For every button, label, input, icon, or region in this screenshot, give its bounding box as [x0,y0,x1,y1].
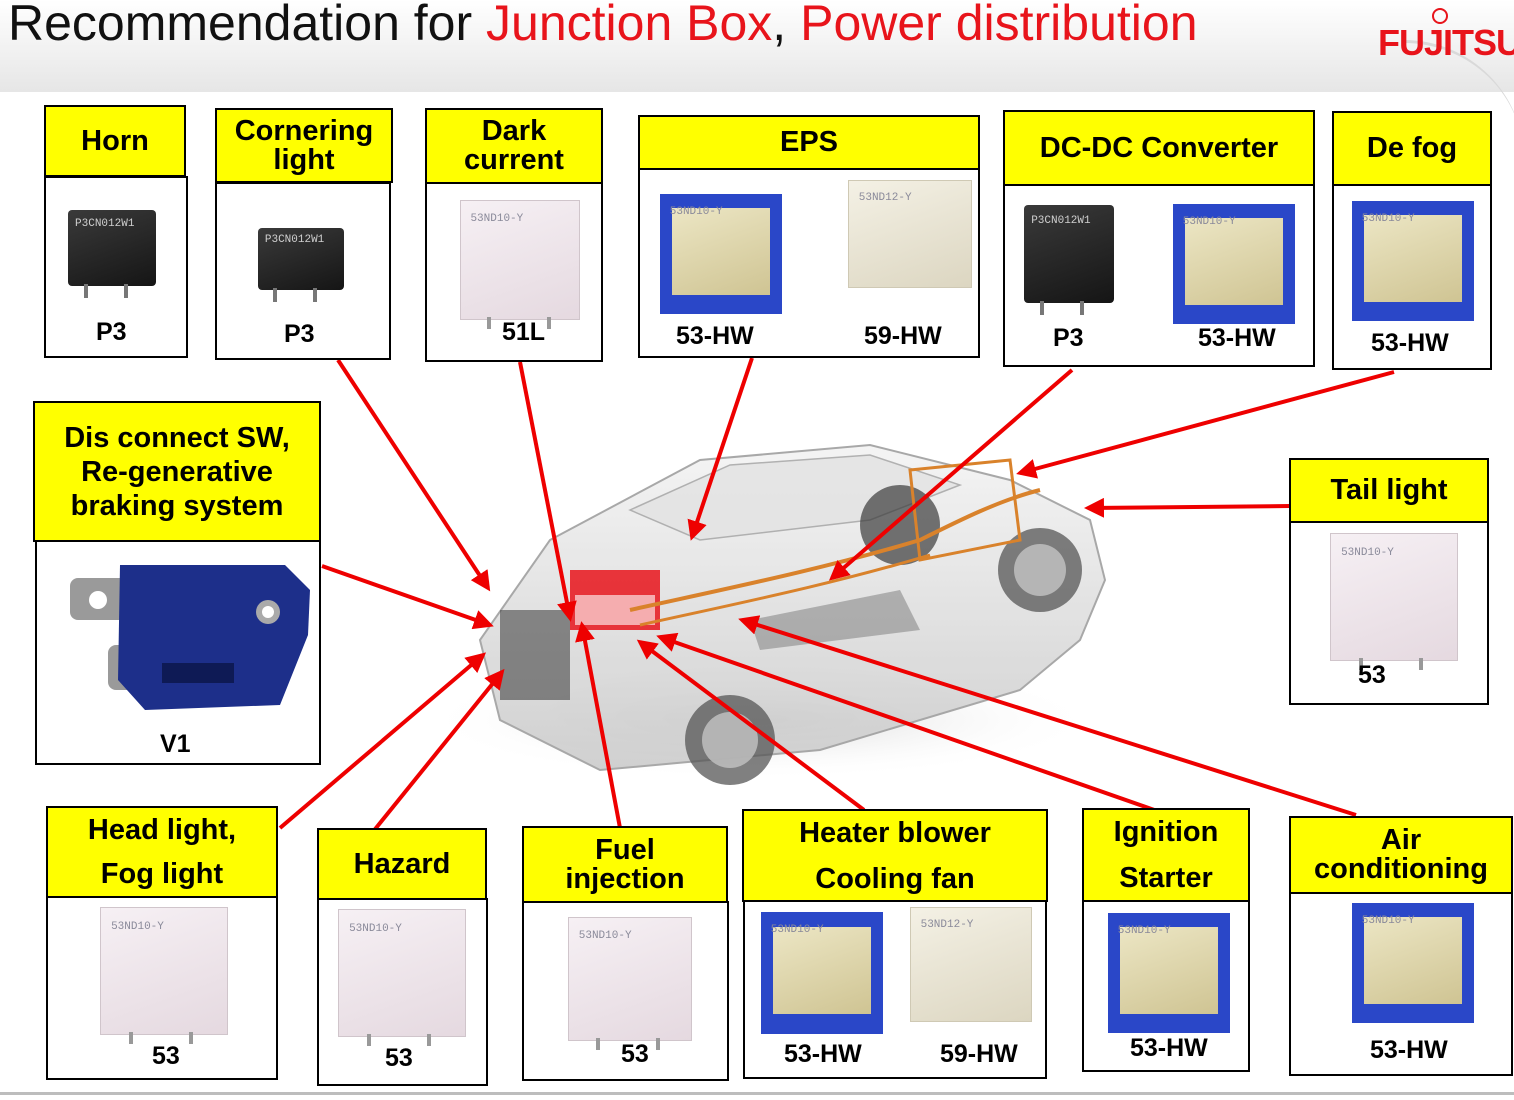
relay-image: P3CN012W1 [258,228,344,302]
relay-caption: P3 [1053,324,1084,352]
arrow-ignition [656,632,1161,814]
label-head: Head light, Fog light [46,806,278,898]
bottom-divider [0,1092,1514,1095]
relay-image: 53ND12-Y [910,907,1032,1022]
relay-caption: 59-HW [940,1040,1018,1068]
slide-title: Recommendation for Junction Box, Power d… [8,0,1198,52]
title-sep: , [772,0,801,51]
title-part1: Recommendation for [8,0,487,51]
relay-caption: 53-HW [784,1040,862,1068]
title-part3: Power distribution [800,0,1198,51]
logo-ring-icon [1432,8,1448,24]
label-ignition: Ignition Starter [1082,808,1250,902]
connector-image [70,565,310,710]
relay-image: 53ND10-Y [100,907,228,1044]
arrow-heater [636,639,866,812]
label-heater: Heater blower Cooling fan [742,809,1048,902]
label-horn: Horn [44,105,186,177]
relay-image: 53ND10-Y [338,909,466,1046]
relay-image: P3CN012W1 [1024,205,1114,315]
label-eps: EPS [638,115,980,170]
label-hazard: Hazard [317,828,487,900]
arrow-dark [518,361,577,622]
label-dcdc: DC-DC Converter [1003,110,1315,186]
arrow-eps [687,357,754,541]
label-fuel: Fuel injection [522,826,728,903]
relay-caption: 53-HW [1198,324,1276,352]
relay-caption: V1 [160,730,191,758]
relay-image: 53ND10-Y [660,194,782,314]
label-disconnect: Dis connect SW, Re-generative braking sy… [33,401,321,542]
title-part2: Junction Box [486,0,773,51]
arrow-dcdc [828,368,1074,581]
relay-image: 53ND10-Y [460,200,580,329]
relay-caption: 53-HW [676,322,754,350]
relay-caption: 53 [621,1040,649,1068]
relay-image: 53ND10-Y [1352,903,1474,1023]
relay-image: 53ND10-Y [568,917,692,1050]
label-dark: Dark current [425,108,603,184]
relay-caption: 53-HW [1130,1034,1208,1062]
relay-caption: 59-HW [864,322,942,350]
relay-image: 53ND12-Y [848,180,972,288]
relay-image: 53ND10-Y [761,912,883,1034]
arrow-disconnect [321,564,494,630]
relay-caption: 53 [1358,661,1386,689]
slide-header [0,0,1514,92]
relay-image: 53ND10-Y [1352,201,1474,321]
relay-caption: P3 [96,318,127,346]
relay-image: 53ND10-Y [1330,533,1458,670]
relay-caption: P3 [284,320,315,348]
relay-caption: 53-HW [1371,329,1449,357]
label-cornering: Cornering light [215,108,393,183]
relay-caption: 53 [385,1044,413,1072]
arrow-fuel [575,621,622,829]
relay-image: 53ND10-Y [1108,913,1230,1033]
arrow-air [738,615,1357,817]
label-air: Air conditioning [1289,816,1513,894]
label-tail: Tail light [1289,458,1489,523]
relay-image: 53ND10-Y [1173,204,1295,324]
label-defog: De fog [1332,111,1492,186]
arrow-head [278,652,487,830]
arrow-cornering [336,358,491,592]
relay-image: P3CN012W1 [68,210,156,298]
relay-caption: 53-HW [1370,1036,1448,1064]
fujitsu-logo: FUJITSU [1378,22,1514,63]
relay-caption: 53 [152,1042,180,1070]
arrow-hazard [370,668,505,835]
arrow-defog [1016,370,1395,479]
relay-caption: 51L [502,318,546,346]
arrow-tail [1084,497,1291,518]
